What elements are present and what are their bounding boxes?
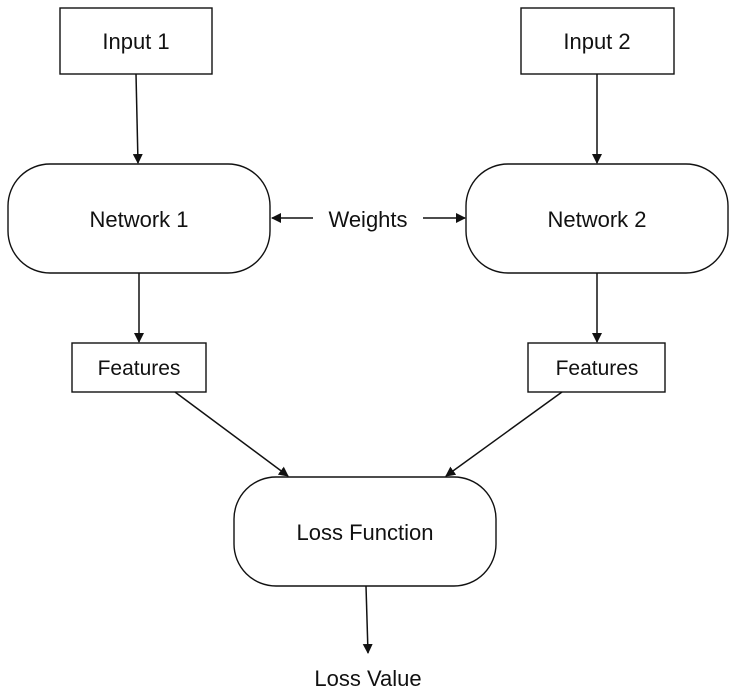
network-2-label: Network 2: [547, 207, 646, 232]
loss-function-node: Loss Function: [233, 476, 497, 587]
edge-input1-to-network1: [132, 73, 143, 164]
input-1-node: Input 1: [59, 7, 213, 75]
network-1-label: Network 1: [89, 207, 188, 232]
input-1-label: Input 1: [102, 29, 169, 54]
edge-features2-to-loss-function: [445, 391, 563, 477]
edge-loss-function-to-loss-value: [362, 585, 373, 654]
features-1-node: Features: [71, 342, 207, 393]
loss-function-label: Loss Function: [297, 520, 434, 545]
input-2-label: Input 2: [563, 29, 630, 54]
features-1-label: Features: [98, 357, 181, 380]
loss-value-label: Loss Value: [314, 666, 421, 691]
features-2-node: Features: [527, 342, 666, 393]
input-2-node: Input 2: [520, 7, 675, 75]
features-2-label: Features: [556, 357, 639, 380]
weights-label: Weights: [328, 207, 407, 232]
edge-features1-to-loss-function: [174, 391, 289, 477]
network-2-node: Network 2: [465, 163, 729, 274]
network-1-node: Network 1: [7, 163, 271, 274]
